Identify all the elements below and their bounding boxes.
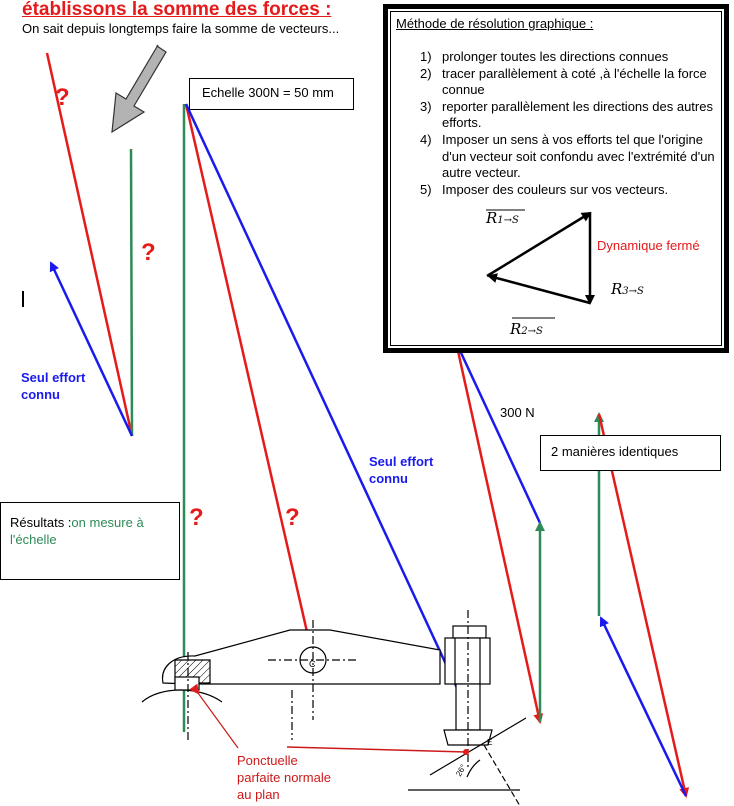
red-vector-alt — [597, 413, 690, 798]
page-subtitle: On sait depuis longtemps faire la somme … — [22, 21, 340, 36]
grey-pointer-arrow — [111, 44, 167, 134]
point-e-label: E — [487, 738, 493, 747]
contact-type-label: Ponctuelle parfaite normale au plan — [237, 753, 331, 802]
results-text: on mesure à l'échelle — [10, 515, 144, 547]
method-step: 4)Imposer un sens à vos efforts tel que … — [420, 131, 715, 181]
known-force-label-right: Seul effort connu — [369, 454, 434, 486]
question-mark: ? — [55, 84, 70, 111]
two-ways-box: 2 manières identiques — [540, 435, 721, 471]
question-mark: ? — [141, 239, 156, 266]
red-direction-line-left — [45, 52, 134, 437]
blue-vector-dyn — [454, 340, 542, 524]
results-box: Résultats :on mesure à l'échelle — [0, 502, 180, 580]
method-step: 5)Imposer des couleurs sur vos vecteurs. — [420, 181, 669, 197]
r2-label: R2→S — [510, 320, 543, 338]
mechanical-part: C — [141, 610, 527, 806]
closed-dynamic-label: Dynamique fermé — [597, 238, 700, 253]
method-step: 3)reporter parallèlement les directions … — [420, 98, 713, 131]
blue-direction-line-long — [184, 103, 485, 745]
method-box: Méthode de résolution graphique : 1)prol… — [383, 4, 729, 353]
method-step: 1)prolonger toutes les directions connue… — [420, 49, 669, 64]
results-prefix: Résultats : — [10, 515, 72, 530]
scale-box: Echelle 300N = 50 mm — [189, 78, 354, 110]
page-title: établissons la somme des forces : — [22, 0, 332, 20]
known-force-label-left: Seul effort connu — [21, 370, 86, 402]
question-mark: ? — [285, 504, 300, 531]
method-steps: 1)prolonger toutes les directions connue… — [396, 49, 716, 198]
blue-vector-alt — [599, 616, 688, 797]
method-title: Méthode de résolution graphique : — [396, 16, 594, 31]
red-vector-dyn — [454, 341, 544, 724]
r3-label: R3→S — [611, 280, 644, 298]
blue-known-force-left — [49, 261, 134, 437]
question-mark: ? — [189, 504, 204, 531]
force-magnitude-label: 300 N — [500, 405, 535, 420]
r1-label: R1→S — [486, 209, 519, 227]
green-direction-line-left — [129, 148, 134, 437]
text-cursor-mark — [22, 291, 24, 307]
method-step: 2)tracer parallèlement à coté ,à l'échel… — [420, 65, 707, 98]
red-direction-line-c — [184, 103, 315, 659]
